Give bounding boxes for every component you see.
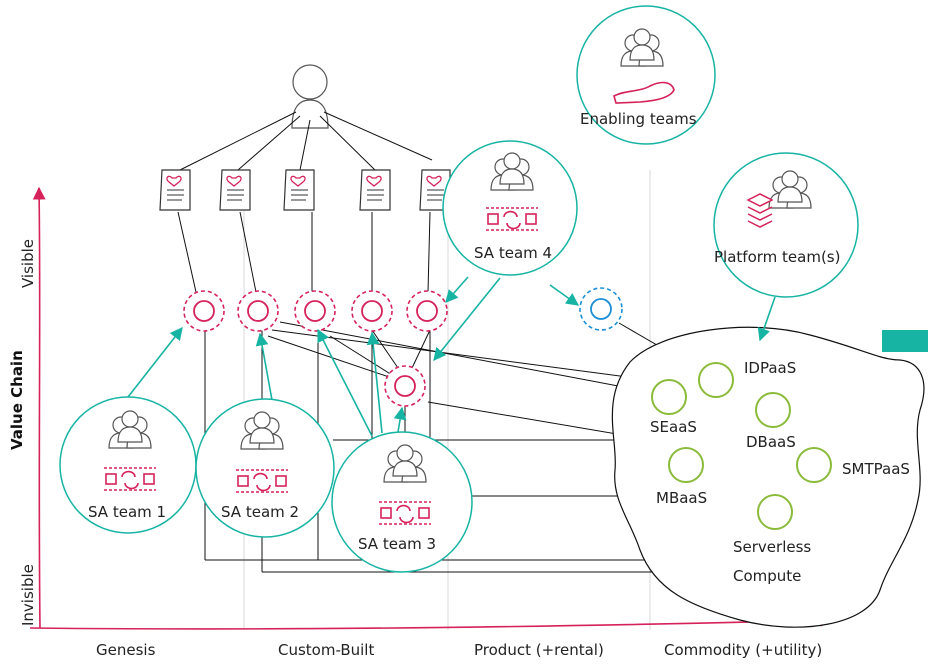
component-node [384,365,426,407]
component-node [294,290,336,332]
document-heart-icon [159,169,191,211]
sa1-arrow [127,326,183,398]
stage-genesis: Genesis [96,641,156,659]
y-bottom-label: Invisible [19,564,37,626]
layers-icon [746,193,774,228]
stage-separators [243,170,651,630]
compute-label: Compute [733,567,801,585]
enabling-teams-node: Enabling teams [576,5,716,145]
document-heart-icon [283,169,315,211]
stage-product: Product (+rental) [474,641,604,659]
sa-team-1-node: SA team 1 [59,396,197,534]
y-top-label: Visible [19,239,37,288]
sa-team-3-label: SA team 3 [358,535,436,553]
component-node [183,290,225,332]
sa4-arrow-a [445,276,469,303]
sa4-arrow-b [433,277,501,361]
platform-team-label: Platform team(s) [714,248,840,266]
sa-team-4-label: SA team 4 [474,244,552,262]
sa-team-2-node: SA team 2 [195,398,335,538]
component-node [406,290,448,332]
seaas-label: SEaaS [650,418,697,436]
sa3-arrow-b [366,331,383,434]
sa-team-3-node: SA team 3 [331,431,473,573]
platform-services [651,362,832,530]
stage-commodity: Commodity (+utility) [664,641,822,659]
sa-team-2-label: SA team 2 [221,503,299,521]
platform-boundary [611,326,925,628]
sa4-arrow-c [549,284,580,306]
user-icon [291,64,329,129]
sa2-arrow [255,332,273,401]
axes [29,186,834,630]
stage-custom-built: Custom-Built [278,641,374,659]
document-heart-icon [359,169,391,211]
serverless-label: Serverless [733,538,811,556]
new-component-node [579,287,623,331]
sa3-arrow-c [393,406,407,433]
teal-marker-block [882,330,928,352]
smtpaas-label: SMTPaaS [842,460,910,478]
sa-team-4-node: SA team 4 [442,140,578,276]
sa-team-1-label: SA team 1 [88,503,166,521]
enabling-teams-label: Enabling teams [580,110,697,128]
document-heart-icon [219,169,251,211]
platform-arrow [757,296,776,342]
y-axis-title: Value Chain [8,350,26,450]
custom-components [183,290,448,407]
helping-hand-icon [613,81,675,104]
doc-component-lines [177,211,431,293]
dbaas-label: DBaaS [746,433,796,451]
idpaas-label: IDPaaS [744,359,796,377]
mbaas-label: MBaaS [656,489,707,507]
sa3-arrow-a [317,328,373,437]
component-node [237,290,279,332]
component-node [351,290,393,332]
platform-team-node: Platform team(s) [713,152,859,298]
user-need-connectors [179,111,433,171]
